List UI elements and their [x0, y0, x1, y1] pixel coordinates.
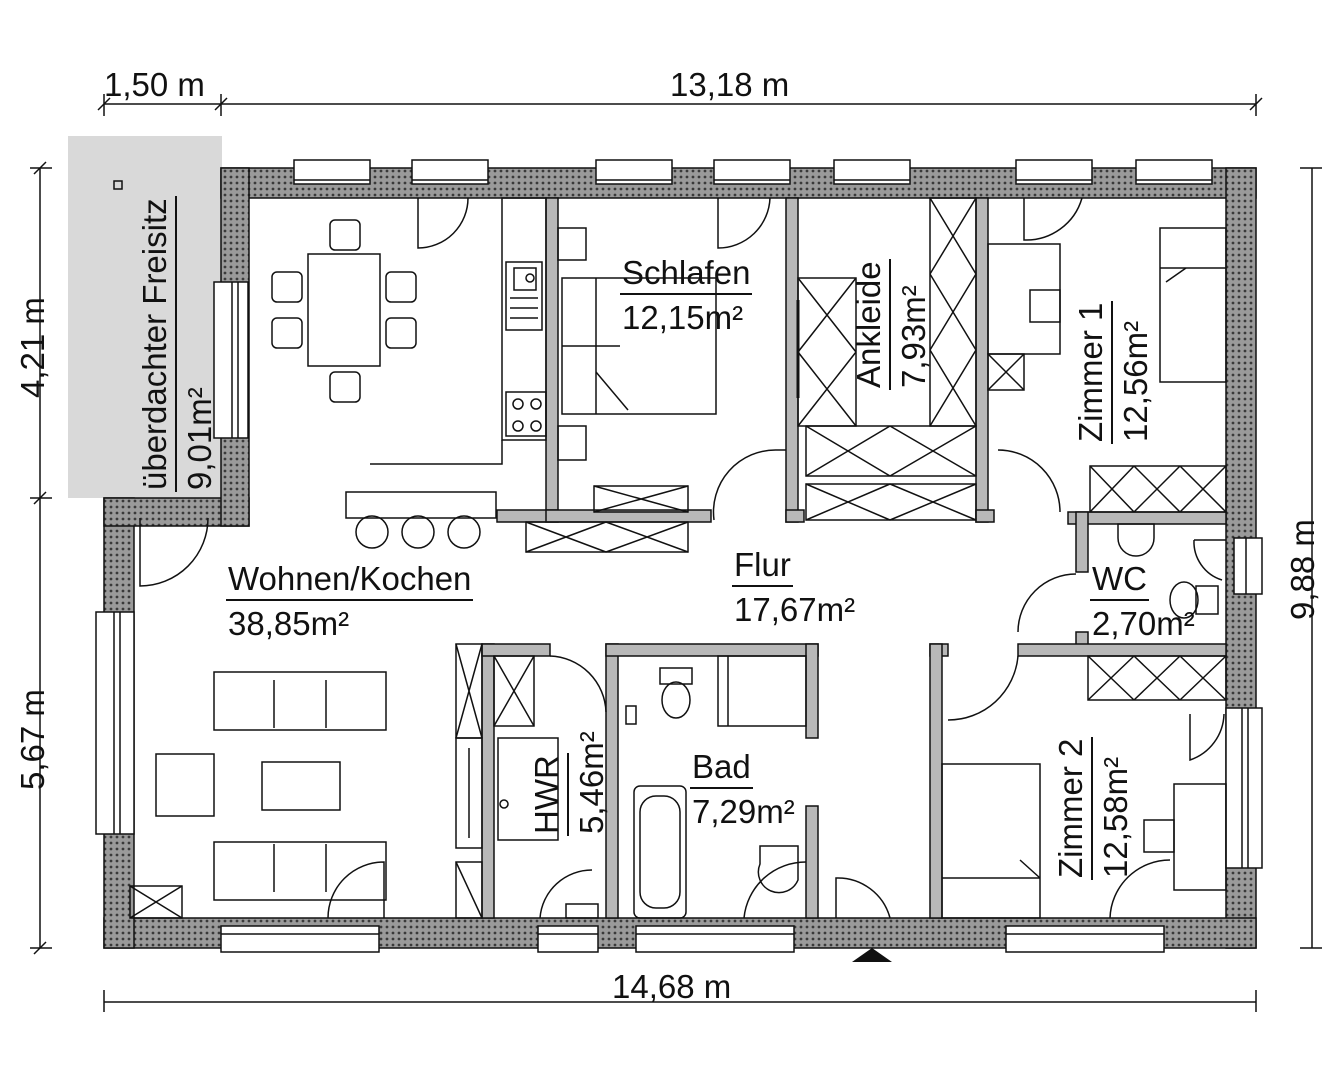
room-area: 7,29m²: [692, 793, 795, 830]
room-name: Flur: [732, 548, 793, 587]
dimension-bottom: 14,68 m: [612, 968, 732, 1005]
room-area: 12,58m²: [1097, 756, 1134, 878]
dimension-lines: [30, 94, 1322, 1012]
room-name: WC: [1090, 562, 1149, 601]
wardrobe: [797, 277, 857, 427]
dining-table: [307, 253, 381, 367]
room-area: 9,01m²: [181, 387, 218, 490]
room-area: 5,46m²: [573, 731, 610, 834]
bed-zimmer-2: [941, 763, 1041, 919]
room-label-ankleide: Ankleide 7,93m²: [850, 259, 932, 390]
sofa-top: [213, 671, 387, 731]
coffee-table: [261, 761, 341, 811]
kitchen-island: [345, 491, 497, 519]
furniture: [129, 197, 1227, 919]
room-label-flur: Flur 17,67m²: [732, 548, 857, 626]
room-name: überdachter Freisitz: [136, 196, 177, 492]
room-area: 12,15m²: [622, 299, 744, 336]
room-label-wc: WC 2,70m²: [1090, 562, 1197, 640]
room-label-bad: Bad 7,29m²: [690, 750, 797, 828]
windows: [95, 159, 1263, 953]
armchair: [155, 753, 215, 817]
room-label-wohnen-kochen: Wohnen/Kochen 38,85m²: [226, 562, 474, 642]
doors: [139, 197, 1226, 919]
room-area: 38,85m²: [228, 605, 350, 642]
dimension-right: 9,88 m: [1284, 519, 1321, 620]
room-label-zimmer-1: Zimmer 1 12,56m²: [1072, 300, 1154, 444]
room-area: 2,70m²: [1092, 605, 1195, 642]
room-name: Zimmer 1: [1072, 300, 1113, 444]
dimension-top-main: 13,18 m: [670, 66, 790, 103]
room-name: Ankleide: [850, 259, 891, 390]
room-area: 12,56m²: [1117, 320, 1154, 442]
kitchen-counter: [501, 197, 547, 441]
room-name: Zimmer 2: [1052, 736, 1093, 880]
entrance-arrow-icon: [852, 948, 892, 962]
dimension-top-left: 1,50 m: [104, 66, 205, 103]
bathtub: [633, 785, 687, 919]
room-label-schlafen: Schlafen 12,15m²: [620, 256, 753, 336]
bed-zimmer-1: [1159, 227, 1227, 383]
room-label-terrace: überdachter Freisitz 9,01m²: [136, 196, 218, 492]
sink: [1117, 523, 1155, 557]
terrace-area: [68, 136, 222, 498]
room-label-zimmer-2: Zimmer 2 12,58m²: [1052, 736, 1134, 880]
terrace-post: [113, 180, 123, 190]
room-name: HWR: [528, 753, 569, 836]
dimension-left-upper: 4,21 m: [14, 297, 51, 398]
room-name: Bad: [690, 750, 753, 789]
room-name: Wohnen/Kochen: [226, 562, 474, 601]
room-label-hwr: HWR 5,46m²: [528, 729, 610, 836]
sofa-bottom: [213, 841, 387, 901]
room-name: Schlafen: [620, 256, 753, 295]
room-area: 7,93m²: [895, 285, 932, 388]
toilet: [1169, 581, 1199, 619]
room-area: 17,67m²: [734, 591, 856, 628]
dimension-left-lower: 5,67 m: [14, 689, 51, 790]
